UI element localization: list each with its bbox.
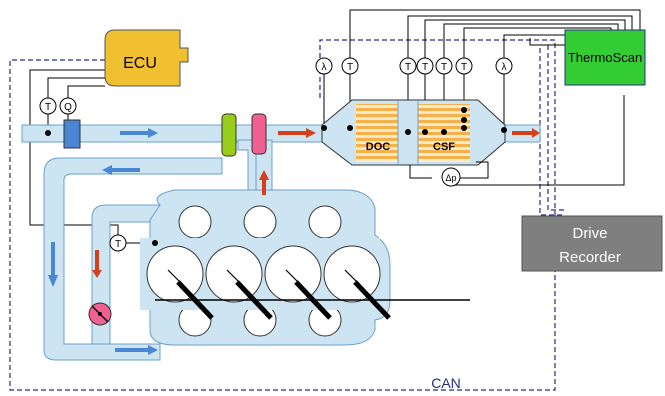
svg-text:T: T [461, 62, 467, 73]
sensor-t-engine: T [109, 234, 127, 252]
svg-text:T: T [422, 62, 428, 73]
sensor-t-csf-2: T [435, 57, 453, 75]
ecu-box: ECU [104, 29, 189, 87]
sensor-junctions [45, 107, 507, 246]
svg-text:Δp: Δp [445, 173, 456, 183]
can-bus [9, 39, 565, 391]
csf-label: CSF [433, 141, 455, 153]
svg-text:λ: λ [502, 62, 507, 73]
svg-text:Q: Q [64, 102, 72, 113]
injectors [176, 280, 391, 320]
cylinder-4 [323, 245, 381, 303]
svg-text:T: T [441, 62, 447, 73]
doc-substrate [356, 104, 398, 162]
sensor-q-airflow: Q [59, 97, 77, 115]
sensor-t-doc-inlet: T [341, 57, 359, 75]
drive-recorder-label-line2: Recorder [559, 249, 621, 266]
engine-block [140, 189, 470, 346]
sensor-lambda-upstream: λ [315, 57, 333, 75]
can-label: CAN [431, 375, 461, 391]
svg-text:T: T [405, 62, 411, 73]
airflow-meter [63, 119, 81, 149]
thermoscan-box: ThermoScan [564, 29, 646, 86]
drive-recorder-box: Drive Recorder [521, 215, 663, 272]
thermoscan-label: ThermoScan [568, 50, 642, 65]
sensor-t-doc-outlet: T [399, 57, 417, 75]
sensor-t-csf-1: T [416, 57, 434, 75]
sensor-delta-p: Δp [441, 167, 461, 187]
throttle-valve [221, 113, 237, 157]
svg-text:T: T [45, 102, 51, 113]
sensor-t-csf-3: T [455, 57, 473, 75]
ecu-label: ECU [123, 55, 157, 72]
svg-text:λ: λ [322, 62, 327, 73]
svg-text:T: T [115, 239, 121, 250]
svg-text:T: T [347, 62, 353, 73]
cylinder-3 [264, 245, 322, 303]
drive-recorder-label-line1: Drive [572, 225, 607, 242]
cylinder-1 [146, 245, 204, 303]
aftertreatment-canister: DOC CSF [321, 99, 506, 179]
sensor-lambda-downstream: λ [495, 57, 513, 75]
flow-arrows [48, 128, 540, 355]
egr-valve [251, 113, 267, 155]
sensor-t-intake: T [39, 97, 57, 115]
doc-label: DOC [366, 141, 391, 153]
egr-cooler-valve [88, 302, 112, 326]
cylinder-2 [205, 245, 263, 303]
